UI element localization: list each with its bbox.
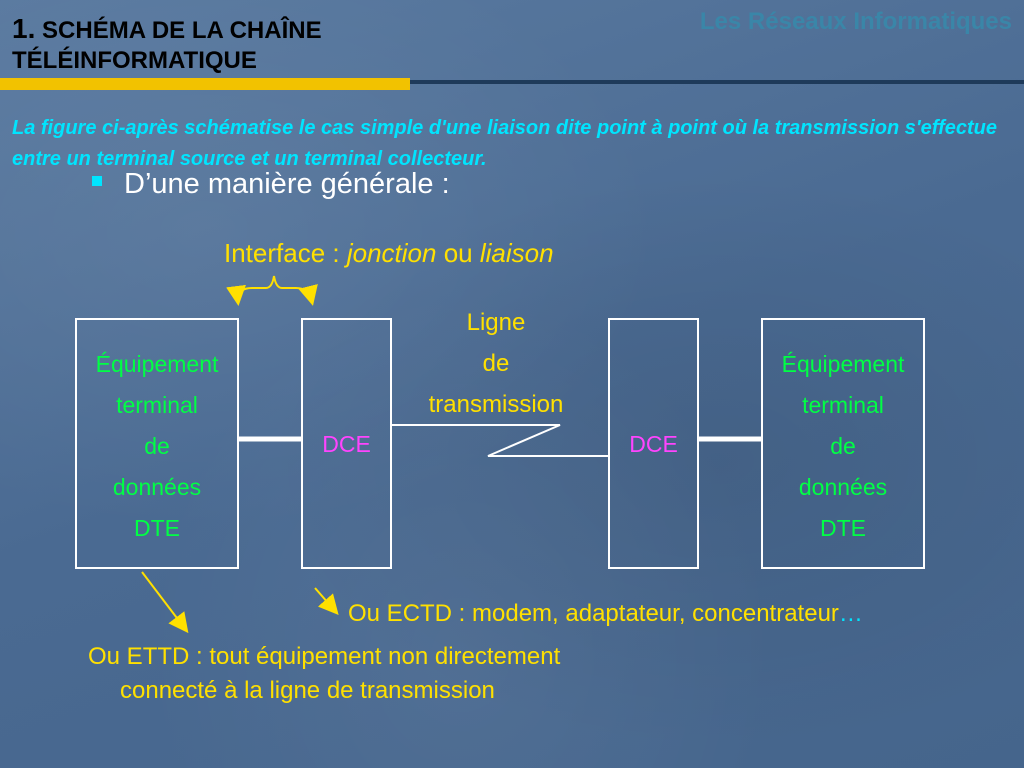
brace-arrow-right [298, 284, 318, 306]
dte-label-line: données [112, 474, 202, 500]
dte-right-label: Équipement terminal de données DTE [762, 344, 924, 549]
ectd-text: Ou ECTD : modem, adaptateur, concentrate… [348, 600, 839, 627]
dte-right-box [761, 318, 925, 569]
dte-label-line: DTE [134, 515, 180, 541]
title-underline-dark [410, 80, 1024, 84]
line-label-word: de [482, 350, 510, 377]
ettd-annotation: Ou ETTD : tout équipement non directemen… [88, 643, 561, 704]
dte-left-box [75, 318, 239, 569]
dce-right-box [608, 318, 699, 569]
dte-label-line: terminal [802, 392, 884, 418]
interface-term-jonction: jonction [346, 238, 437, 268]
ectd-ellipsis: … [838, 600, 863, 627]
dte-label-line: de [144, 433, 170, 459]
dce-left-label: DCE [322, 431, 371, 457]
brace-arrow-left [226, 284, 246, 306]
ettd-arrow [141, 571, 189, 634]
dte-left-label: Équipement terminal de données DTE [76, 344, 238, 549]
bullet-text: D’une manière générale : [124, 168, 450, 200]
title-number: 1. [12, 13, 36, 44]
title-line1: SCHÉMA DE LA CHAÎNE [42, 17, 322, 44]
line-label-word: transmission [428, 391, 564, 418]
dte-label-line: DTE [820, 515, 866, 541]
dte-label-line: de [830, 433, 856, 459]
dte-label-line: données [798, 474, 888, 500]
dce-left-box [301, 318, 392, 569]
topic-label: Les Réseaux Informatiques [699, 8, 1012, 35]
transmission-line-label: Ligne de transmission [406, 302, 586, 425]
interface-prefix: Interface : [224, 238, 347, 268]
dce-right-label: DCE [629, 431, 678, 457]
intro-text: La figure ci-après schématise le cas sim… [12, 117, 997, 170]
slide-title: 1. SCHÉMA DE LA CHAÎNE TÉLÉINFORMATIQUE [12, 14, 322, 76]
interface-label: Interface : jonction ou liaison [224, 238, 554, 269]
bullet-item: D’une manière générale : [92, 168, 450, 201]
bullet-square-icon [92, 176, 102, 187]
dte-label-line: Équipement [781, 351, 905, 377]
line-label-word: Ligne [466, 309, 526, 336]
dte-label-line: Équipement [95, 351, 219, 377]
title-line2: TÉLÉINFORMATIQUE [12, 47, 257, 74]
ectd-annotation: Ou ECTD : modem, adaptateur, concentrate… [348, 600, 863, 628]
dte-label-line: terminal [116, 392, 198, 418]
ectd-arrow [314, 587, 339, 616]
interface-brace [235, 275, 313, 301]
interface-term-liaison: liaison [479, 238, 554, 268]
title-underline-yellow [0, 78, 410, 90]
transmission-line [391, 424, 609, 457]
interface-middle: ou [436, 238, 480, 268]
